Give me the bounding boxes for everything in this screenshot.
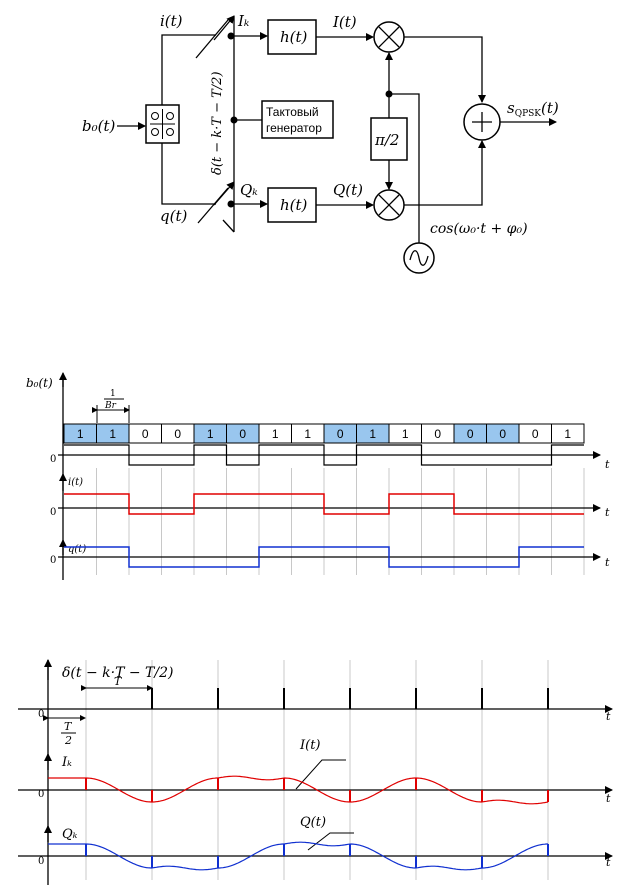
i-t-label: t: [605, 506, 610, 519]
q-chart-label: q(t): [68, 544, 86, 555]
ik-label: Iₖ: [237, 12, 250, 30]
timing-origin-2: 0: [38, 789, 44, 800]
h-filter-upper-label: h(t): [280, 28, 308, 46]
i-chart-label: i(t): [68, 477, 83, 488]
i-origin: 0: [50, 507, 56, 518]
period-num: 1: [110, 389, 116, 399]
timing-t-3: t: [606, 856, 611, 869]
timing-t-1: t: [606, 710, 611, 723]
mixer-lower: [373, 189, 405, 221]
h-filter-upper: [267, 19, 317, 55]
half-T-num: T: [64, 720, 73, 733]
period-den: Br: [104, 401, 117, 411]
clock-line2: генератор: [266, 121, 322, 135]
serial-parallel-converter: [145, 104, 180, 144]
qk-label: Qₖ: [240, 181, 258, 199]
i-waveform: [64, 493, 584, 515]
timing-t-2: t: [606, 792, 611, 805]
qk-trace: [48, 841, 548, 871]
timing-delta-label: δ(t − k·T − T/2): [62, 665, 173, 681]
bit-t-label: t: [605, 458, 610, 471]
bit-value: 1: [77, 427, 84, 441]
timing-chart: δ(t − k·T − T/2) 0 t T T 2 Iₖ 0 t I(t) Q…: [18, 659, 613, 885]
clock-generator: [261, 100, 334, 139]
carrier-label: cos(ω₀·t + φ₀): [430, 221, 528, 237]
bit-value: 0: [142, 427, 149, 441]
bit-value: 0: [467, 427, 474, 441]
qt-curve-label: Q(t): [300, 815, 326, 830]
upper-switch: [213, 15, 235, 41]
summer: [463, 103, 501, 141]
output-label: sQPSK(t): [507, 99, 559, 119]
bit-value: 0: [337, 427, 344, 441]
pi2-label: π/2: [374, 131, 399, 149]
bit-value: 1: [402, 427, 409, 441]
ik-chart-label: Iₖ: [61, 755, 72, 770]
ik-trace: [48, 775, 549, 805]
i-label: i(t): [160, 12, 183, 30]
bit-value: 1: [304, 427, 311, 441]
timing-origin-1: 0: [38, 709, 44, 720]
bit-value: 0: [434, 427, 441, 441]
half-T-den: 2: [64, 734, 72, 747]
bit-value: 0: [239, 427, 246, 441]
bit-value: 1: [272, 427, 279, 441]
lower-switch: [213, 181, 235, 206]
bit-cell: [551, 423, 585, 444]
q-waveform: [64, 546, 584, 568]
timing-origin-3: 0: [38, 856, 44, 867]
bit-stream-chart: b₀(t) 0 t 1 Br 1 1 0 0 1 0 1 1 0 1 1 0 0 0 0 1 i(t) 0 t…: [26, 372, 610, 580]
bit-value: 1: [109, 427, 116, 441]
bit-value: 0: [499, 427, 506, 441]
input-label: b₀(t): [82, 117, 115, 135]
delta-label: δ(t − k·T − T/2): [210, 71, 225, 175]
block-diagram: b₀(t) i(t) Iₖ h(t) I(t): [82, 12, 559, 274]
period-T-label: T: [114, 675, 123, 688]
it-curve-label: I(t): [299, 738, 321, 753]
bit-value: 1: [207, 427, 214, 441]
bit-value: 1: [369, 427, 376, 441]
bit-waveform: [64, 444, 584, 466]
phase-shifter: [370, 117, 408, 161]
qk-chart-label: Qₖ: [62, 827, 78, 842]
bit-y-label: b₀(t): [26, 376, 53, 390]
q-label: q(t): [160, 207, 187, 225]
it-label: I(t): [332, 13, 357, 31]
bit-value: 0: [532, 427, 539, 441]
bit-value: 0: [174, 427, 181, 441]
h-filter-lower-label: h(t): [280, 196, 308, 214]
bit-value: 1: [564, 427, 571, 441]
mixer-upper: [373, 21, 405, 53]
qt-label: Q(t): [333, 181, 363, 199]
bit-origin: 0: [50, 454, 56, 465]
q-t-label: t: [605, 556, 610, 569]
clock-line1: Тактовый: [266, 105, 319, 119]
q-origin: 0: [50, 555, 56, 566]
